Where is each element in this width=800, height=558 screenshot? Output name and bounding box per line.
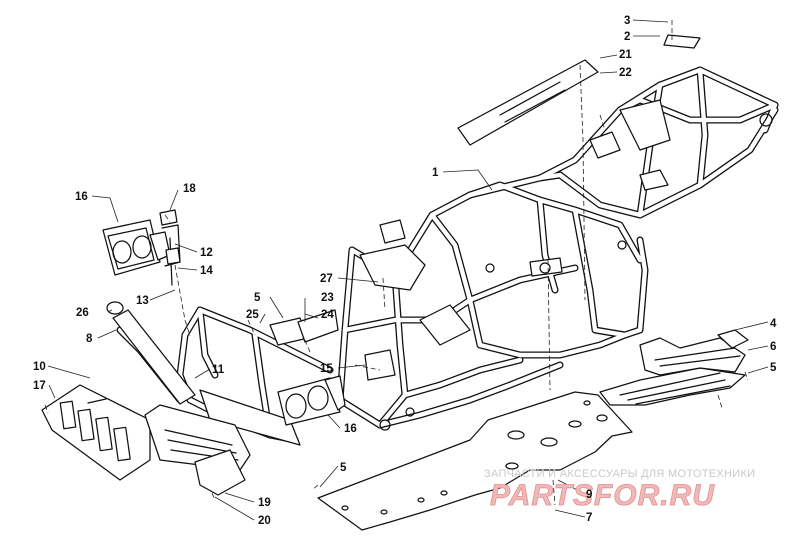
callout-24: 24 <box>321 309 334 321</box>
grille-right <box>144 404 251 496</box>
callout-5-bracket: 5 <box>254 292 261 304</box>
watermark-logo: PARTSFOR.RU <box>490 479 715 512</box>
callout-14: 14 <box>200 265 213 277</box>
callout-25: 25 <box>246 309 259 321</box>
callout-27: 27 <box>320 273 333 285</box>
callout-16-left: 16 <box>75 191 88 203</box>
leader-lines <box>47 19 769 521</box>
callout-5-bumper: 5 <box>340 462 347 474</box>
skid-plate <box>317 391 633 531</box>
callout-10: 10 <box>33 361 46 373</box>
callout-11: 11 <box>212 364 225 376</box>
callout-8: 8 <box>86 333 93 345</box>
watermark: ЗАПЧАСТИ И АКСЕССУАРЫ ДЛЯ МОТОТЕХНИКИ PA… <box>484 468 755 512</box>
headlight-right <box>277 375 346 426</box>
headlight-left <box>102 219 181 276</box>
callout-4: 4 <box>770 318 777 330</box>
callout-15: 15 <box>320 363 333 375</box>
callout-9: 9 <box>586 489 592 501</box>
callout-5-footrest: 5 <box>770 362 777 374</box>
callout-16-right: 16 <box>344 423 357 435</box>
callout-3: 3 <box>624 15 630 27</box>
callout-23: 23 <box>321 292 334 304</box>
brackets-small <box>106 209 339 346</box>
front-bumper <box>112 306 334 446</box>
callout-26: 26 <box>76 307 89 319</box>
callout-18: 18 <box>183 183 196 195</box>
grille-left <box>41 384 151 481</box>
callout-13: 13 <box>136 295 149 307</box>
callout-22: 22 <box>619 67 632 79</box>
callout-2: 2 <box>624 31 630 43</box>
callout-17: 17 <box>33 380 46 392</box>
callout-12: 12 <box>200 247 213 259</box>
callout-1: 1 <box>432 167 439 179</box>
callout-21: 21 <box>619 49 632 61</box>
callout-19: 19 <box>258 497 271 509</box>
heat-shield <box>457 34 701 146</box>
callout-20: 20 <box>258 515 271 527</box>
callout-6: 6 <box>770 341 776 353</box>
callout-labels: 1 2 3 4 5 5 5 6 7 8 9 10 11 12 13 14 15 … <box>33 15 777 527</box>
watermark-subtitle: ЗАПЧАСТИ И АКСЕССУАРЫ ДЛЯ МОТОТЕХНИКИ <box>484 468 755 480</box>
main-frame <box>336 66 779 431</box>
footrest <box>599 329 749 406</box>
callout-7: 7 <box>586 512 592 524</box>
